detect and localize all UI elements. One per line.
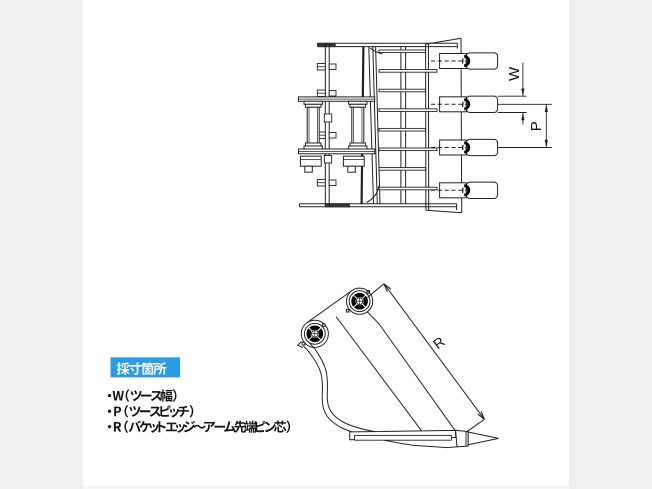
svg-text:P: P [528,121,545,131]
svg-text:W: W [506,66,523,81]
